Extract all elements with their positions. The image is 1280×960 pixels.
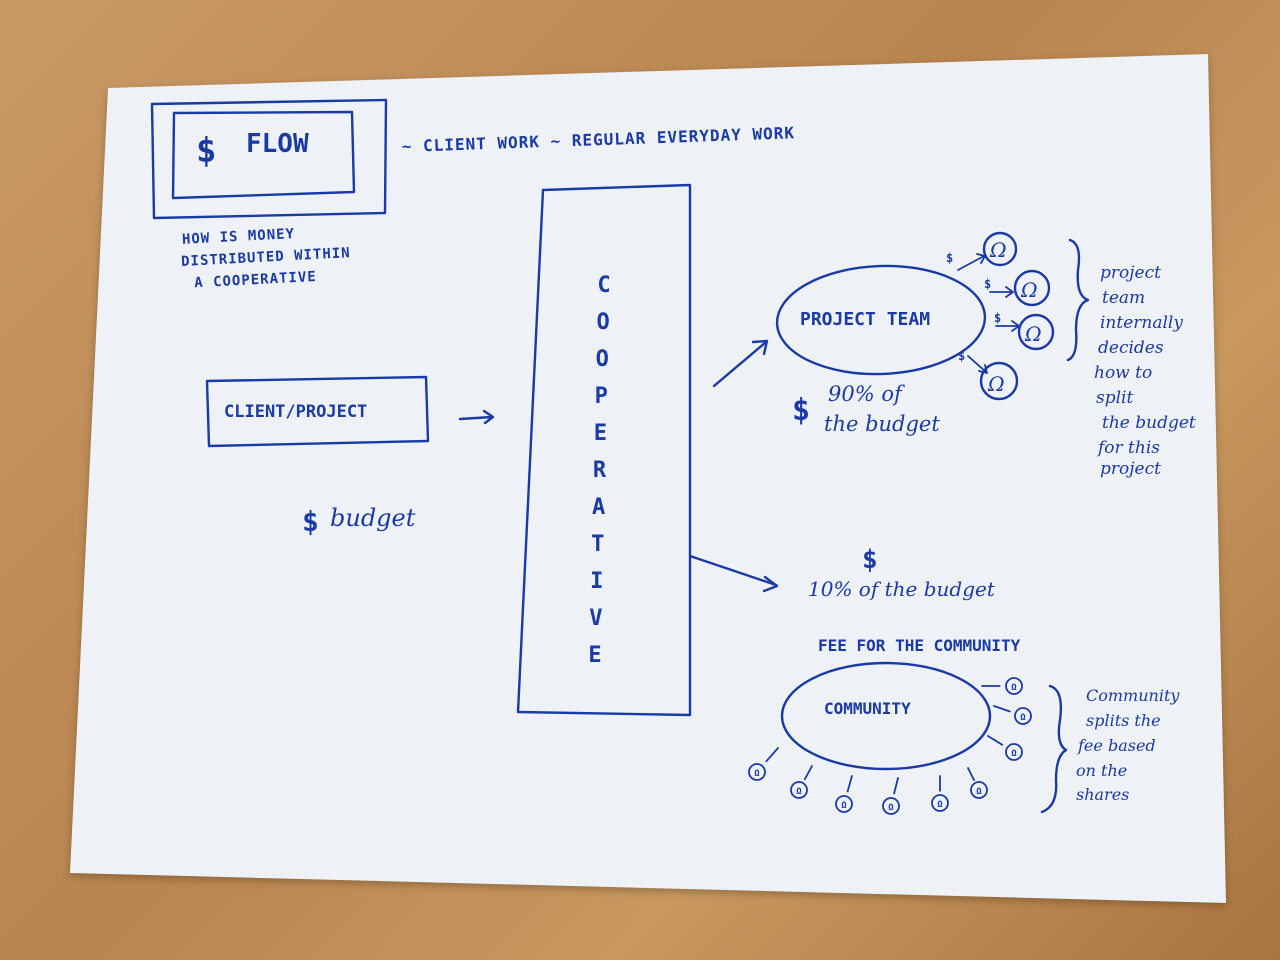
member-icon: $ Ω bbox=[958, 349, 1019, 401]
share-dollar: $ bbox=[792, 393, 810, 428]
svg-text:project: project bbox=[1100, 459, 1161, 479]
svg-text:Ω: Ω bbox=[1020, 713, 1026, 723]
svg-text:the budget: the budget bbox=[824, 412, 940, 436]
member-icon: Ω bbox=[882, 777, 900, 815]
member-icon: $ Ω bbox=[946, 231, 1018, 271]
cooperative-letter: T bbox=[591, 532, 604, 557]
cooperative-letter: R bbox=[593, 458, 607, 483]
project-team-share: $ 90% of the budget bbox=[792, 382, 940, 436]
svg-text:Ω: Ω bbox=[888, 803, 894, 813]
svg-text:Community: Community bbox=[1086, 686, 1180, 705]
client-project-box: CLIENT/PROJECT bbox=[205, 375, 430, 448]
svg-text:internally: internally bbox=[1100, 313, 1183, 333]
community-note-bracket bbox=[1040, 684, 1068, 814]
svg-text:Ω: Ω bbox=[754, 769, 760, 779]
paper-sheet bbox=[70, 54, 1226, 903]
member-icon: Ω bbox=[748, 747, 779, 781]
cooperative-letter: E bbox=[588, 643, 601, 668]
arrow-to-project-team bbox=[712, 339, 769, 388]
svg-text:Ω: Ω bbox=[989, 238, 1007, 262]
svg-text:project: project bbox=[1100, 263, 1161, 283]
cooperative-letters: COOPERATIVE bbox=[588, 273, 610, 668]
community-node: COMMUNITY bbox=[780, 661, 992, 771]
svg-text:Ω: Ω bbox=[841, 801, 847, 811]
svg-text:team: team bbox=[1102, 288, 1145, 308]
svg-text:Ω: Ω bbox=[1020, 278, 1038, 302]
svg-text:split: split bbox=[1096, 388, 1133, 408]
community-share-text: 10% of the budget bbox=[808, 577, 996, 601]
svg-text:Ω: Ω bbox=[1011, 683, 1017, 693]
member-icon: Ω bbox=[790, 765, 813, 799]
svg-text:how to: how to bbox=[1094, 363, 1152, 383]
cooperative-letter: A bbox=[592, 495, 605, 520]
svg-text:splits the: splits the bbox=[1086, 711, 1161, 730]
svg-text:fee based: fee based bbox=[1077, 736, 1156, 755]
svg-text:$: $ bbox=[958, 349, 965, 363]
cooperative-letter: O bbox=[596, 310, 609, 335]
member-icon: Ω bbox=[835, 775, 853, 813]
svg-text:$: $ bbox=[946, 251, 953, 265]
member-icon: Ω bbox=[987, 735, 1023, 761]
client-project-label: CLIENT/PROJECT bbox=[224, 402, 367, 422]
question-line-3: A COOPERATIVE bbox=[194, 269, 317, 291]
svg-text:for this: for this bbox=[1096, 438, 1160, 458]
svg-text:the budget: the budget bbox=[1102, 413, 1196, 433]
cooperative-box: COOPERATIVE bbox=[516, 183, 692, 717]
svg-text:Ω: Ω bbox=[1011, 749, 1017, 759]
arrow-to-community-share bbox=[688, 554, 779, 593]
svg-text:on the: on the bbox=[1076, 761, 1127, 780]
budget-dollar: $ bbox=[302, 505, 319, 538]
member-icon: Ω bbox=[967, 767, 988, 799]
svg-text:Ω: Ω bbox=[976, 787, 982, 797]
svg-text:Ω: Ω bbox=[1024, 322, 1042, 346]
project-note-bracket bbox=[1066, 238, 1090, 362]
arrow-client-to-cooperative bbox=[458, 409, 495, 425]
question-line-1: HOW IS MONEY bbox=[182, 226, 296, 248]
cooperative-letter: C bbox=[597, 273, 610, 298]
community-share-dollar: $ bbox=[862, 545, 878, 575]
member-icon: $ Ω bbox=[984, 269, 1051, 307]
community-members: Ω Ω Ω Ω Ω Ω Ω Ω Ω bbox=[748, 677, 1032, 815]
community-share: $ 10% of the budget bbox=[808, 545, 996, 601]
svg-text:$: $ bbox=[984, 277, 991, 291]
svg-text:Ω: Ω bbox=[796, 787, 802, 797]
cooperative-letter: V bbox=[589, 606, 602, 631]
project-team-label: PROJECT TEAM bbox=[800, 309, 930, 330]
title-text: FLOW bbox=[246, 129, 309, 159]
svg-text:90% of: 90% of bbox=[828, 382, 905, 406]
svg-text:decides: decides bbox=[1098, 338, 1164, 358]
fee-label: FEE FOR THE COMMUNITY bbox=[818, 636, 1021, 655]
member-icon: Ω bbox=[981, 677, 1023, 695]
cooperative-letter: O bbox=[596, 347, 609, 372]
title-box: $ FLOW bbox=[150, 98, 388, 220]
community-note: Community splits the fee based on the sh… bbox=[1076, 686, 1180, 804]
member-icon: $ Ω bbox=[994, 311, 1055, 351]
member-icon: Ω bbox=[993, 705, 1032, 725]
svg-text:$: $ bbox=[994, 311, 1001, 325]
cooperative-letter: I bbox=[590, 569, 603, 594]
community-label: COMMUNITY bbox=[824, 699, 911, 718]
budget-label: budget bbox=[330, 504, 416, 532]
svg-text:shares: shares bbox=[1076, 785, 1129, 804]
project-team-members: $ Ω $ Ω $ Ω $ Ω bbox=[946, 231, 1055, 401]
project-team-node: PROJECT TEAM bbox=[775, 264, 987, 376]
member-icon: Ω bbox=[931, 775, 949, 812]
title-dollar: $ bbox=[196, 131, 216, 171]
budget-note: $ budget bbox=[302, 504, 416, 538]
cooperative-letter: P bbox=[595, 384, 608, 409]
svg-text:Ω: Ω bbox=[987, 372, 1005, 396]
project-team-note: project team internally decides how to s… bbox=[1094, 263, 1196, 479]
svg-text:Ω: Ω bbox=[937, 800, 943, 810]
cooperative-letter: E bbox=[594, 421, 607, 446]
